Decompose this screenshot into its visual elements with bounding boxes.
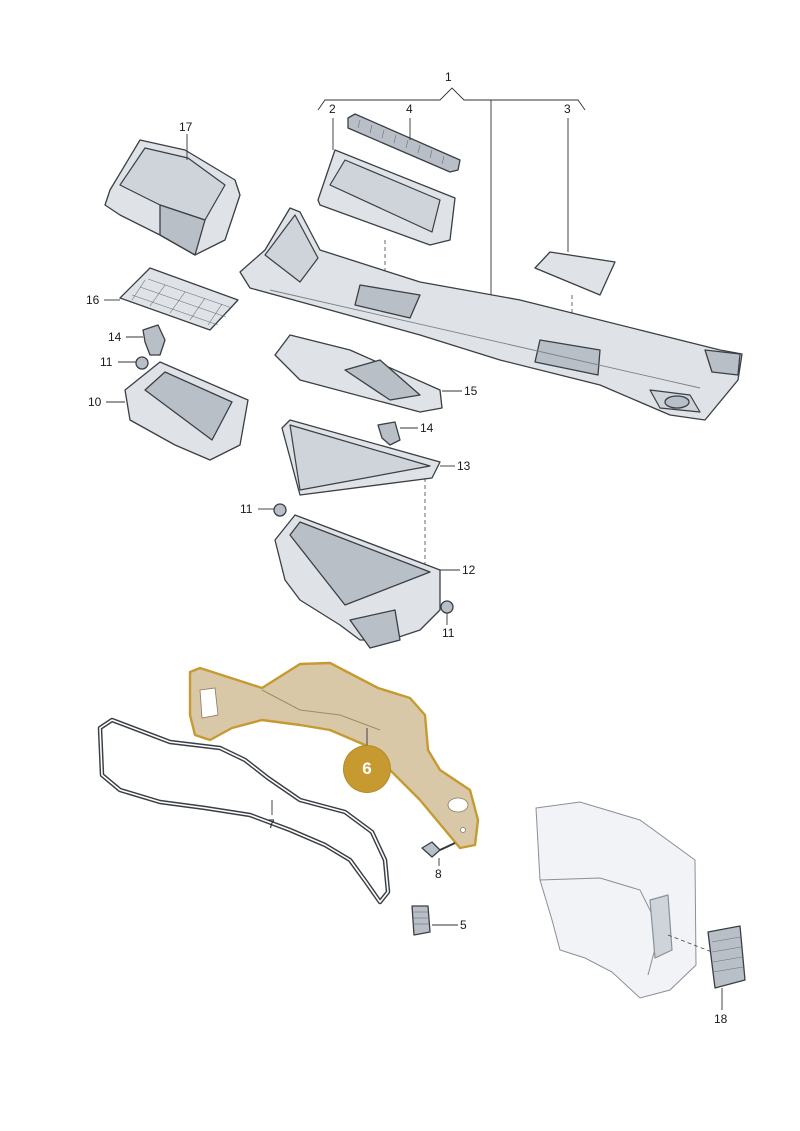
callout-18: 18 bbox=[714, 1012, 728, 1026]
part-18-vent-grille[interactable] bbox=[707, 925, 746, 1010]
part-7-seal-loop[interactable] bbox=[97, 717, 391, 905]
part-15-duct[interactable] bbox=[274, 334, 462, 413]
part-4-grille[interactable] bbox=[347, 113, 461, 173]
callout-11-middle: 11 bbox=[240, 502, 253, 516]
part-16-filter-mat[interactable] bbox=[104, 267, 239, 331]
part-6-highlighted-seal[interactable] bbox=[188, 661, 480, 850]
part-14-clip-lower[interactable] bbox=[377, 421, 418, 446]
callout-14-lower: 14 bbox=[420, 421, 434, 435]
part-5-fastener[interactable] bbox=[411, 905, 458, 936]
part-10-housing[interactable] bbox=[106, 361, 249, 461]
callout-17: 17 bbox=[179, 120, 193, 134]
vehicle-body-panel bbox=[535, 801, 713, 999]
part-11-nut-middle[interactable] bbox=[258, 503, 287, 517]
part-11-nut-lower[interactable] bbox=[440, 600, 454, 625]
main-cowl-panel[interactable] bbox=[239, 207, 743, 421]
part-1-bracket bbox=[317, 87, 586, 296]
callout-14-upper: 14 bbox=[108, 330, 122, 344]
part-11-nut-upper[interactable] bbox=[118, 356, 149, 370]
callout-8: 8 bbox=[435, 867, 442, 881]
callout-16: 16 bbox=[86, 293, 100, 307]
callout-5: 5 bbox=[460, 918, 467, 932]
callout-12: 12 bbox=[462, 563, 476, 577]
callout-3: 3 bbox=[564, 102, 571, 116]
callout-11-lower: 11 bbox=[442, 626, 455, 640]
part-17-air-box[interactable] bbox=[104, 134, 241, 256]
callout-15: 15 bbox=[464, 384, 478, 398]
callout-7: 7 bbox=[268, 817, 275, 831]
callout-13: 13 bbox=[457, 459, 471, 473]
callout-6-badge: 6 bbox=[344, 746, 390, 792]
part-13-deflector[interactable] bbox=[281, 419, 455, 575]
part-2-tray[interactable] bbox=[317, 118, 456, 300]
callout-1: 1 bbox=[445, 70, 452, 84]
part-8-bolt[interactable] bbox=[421, 841, 456, 866]
part-14-clip-upper[interactable] bbox=[126, 324, 166, 356]
part-12-water-tray[interactable] bbox=[274, 514, 460, 649]
callout-11-upper: 11 bbox=[100, 355, 113, 369]
callout-2: 2 bbox=[329, 102, 336, 116]
callout-10: 10 bbox=[88, 395, 102, 409]
callout-4: 4 bbox=[406, 102, 413, 116]
